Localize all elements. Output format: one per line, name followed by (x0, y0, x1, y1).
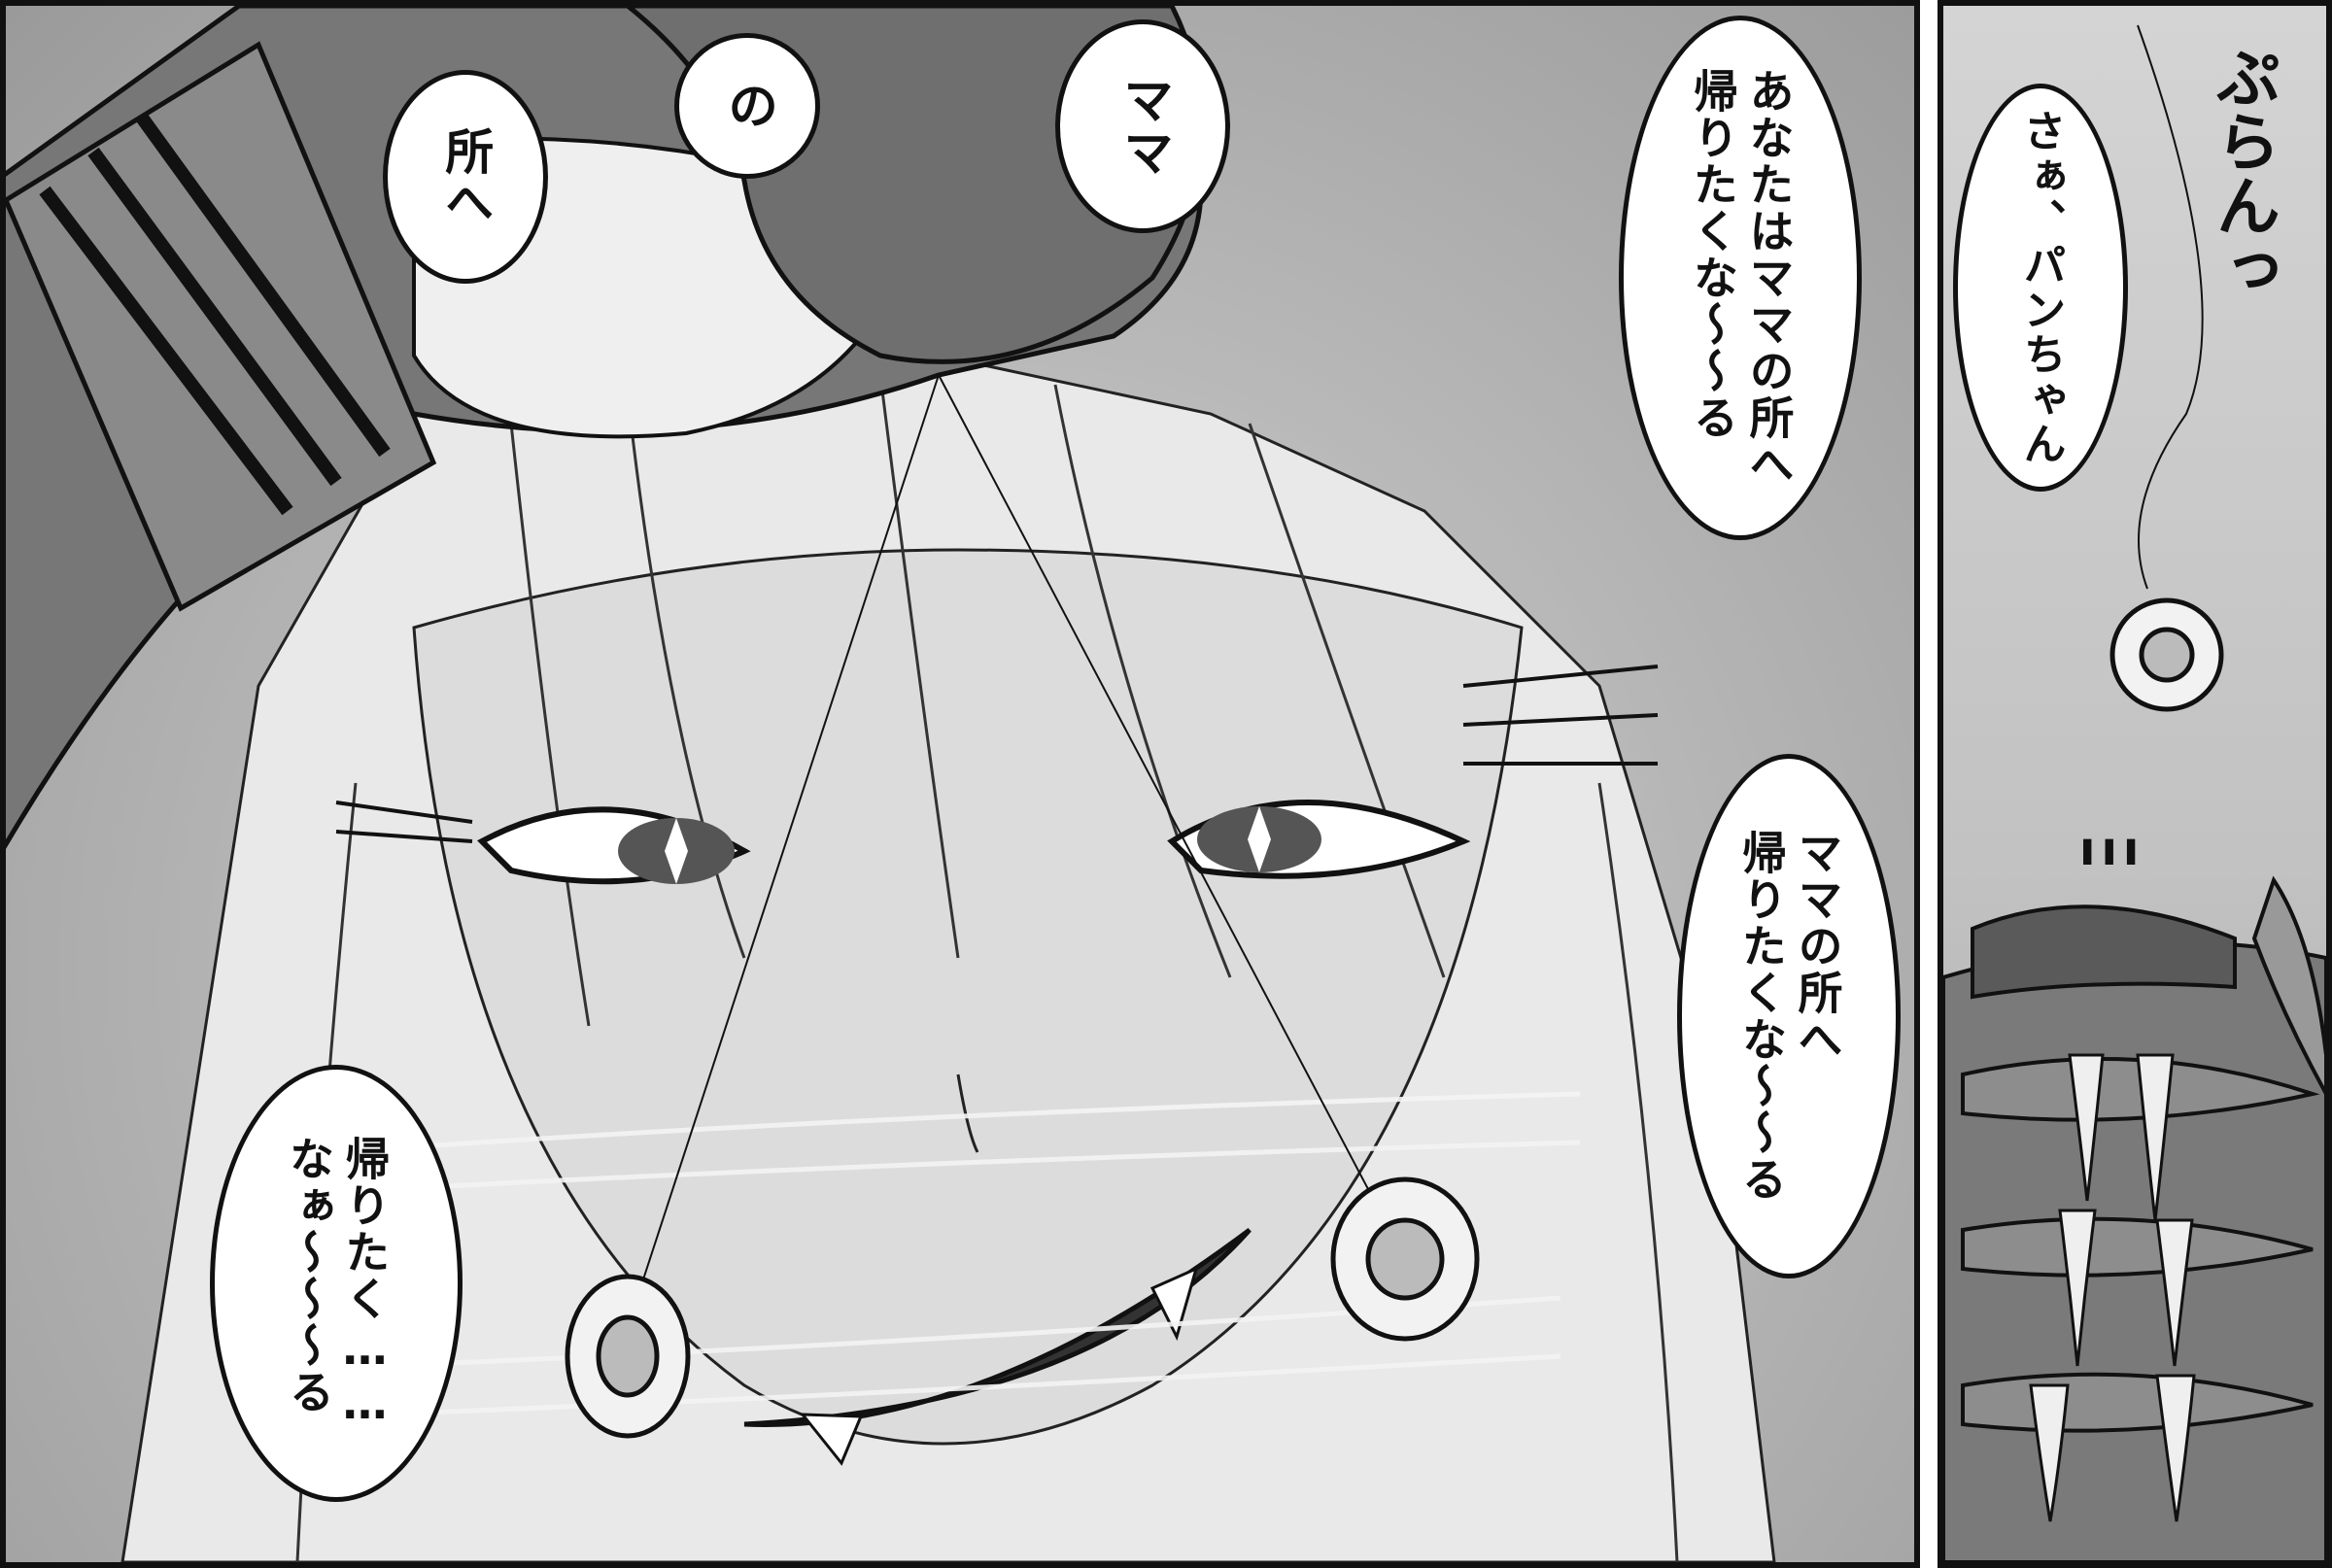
speech-bubble-no: の (674, 33, 820, 179)
speech-bubble-tokoro-he: 所へ (383, 70, 548, 284)
motion-lines (335, 1091, 1581, 1417)
side-panel-art (1943, 24, 2326, 1562)
sfx-mark: ııı (2079, 822, 2145, 876)
bubble-text-anata: あなたはママの所へ 帰りたくな〜〜る (1687, 68, 1796, 488)
speech-bubble-mama-tokoro: ママの所へ 帰りたくな〜〜る (1677, 754, 1901, 1278)
speech-bubble-kaeritaku: 帰りたく…… なぁ〜〜〜る (210, 1065, 463, 1502)
bubble-text-tokoro-he: 所へ (437, 126, 495, 227)
intensity-lines (335, 665, 1659, 843)
nose (956, 1074, 979, 1153)
bubble-text-saa: さぁ、パンちゃん (2015, 109, 2066, 466)
bubble-text-mama: ママ (1114, 74, 1173, 179)
left-eye (477, 806, 751, 885)
bubble-text-mama-tokoro: ママの所へ 帰りたくな〜〜る (1735, 830, 1844, 1203)
main-panel-art (6, 6, 1776, 1562)
right-eye (1167, 800, 1471, 879)
pendulum-rings (565, 374, 1480, 1439)
speech-bubble-mama: ママ (1055, 19, 1230, 233)
pendulum-string (2137, 24, 2204, 590)
side-panel: さぁ、パンちゃん ぷらんっ ııı (1938, 0, 2332, 1568)
bubble-text-no: の (718, 80, 777, 132)
speech-bubble-anata: あなたはママの所へ 帰りたくな〜〜る (1619, 16, 1862, 540)
main-panel: ママ の 所へ あなたはママの所へ 帰りたくな〜〜る ママの所へ 帰りたくな〜〜… (0, 0, 1920, 1568)
sfx-swing: ぷらんっ (2206, 45, 2281, 301)
bubble-text-kaeritaku: 帰りたく…… なぁ〜〜〜る (283, 1136, 392, 1431)
speech-bubble-saa: さぁ、パンちゃん (1953, 84, 2128, 492)
drool-drips (2029, 1053, 2196, 1522)
drooling-mouth (1943, 875, 2326, 1562)
pendulum-ring (2109, 597, 2224, 712)
mouth (743, 1227, 1252, 1466)
